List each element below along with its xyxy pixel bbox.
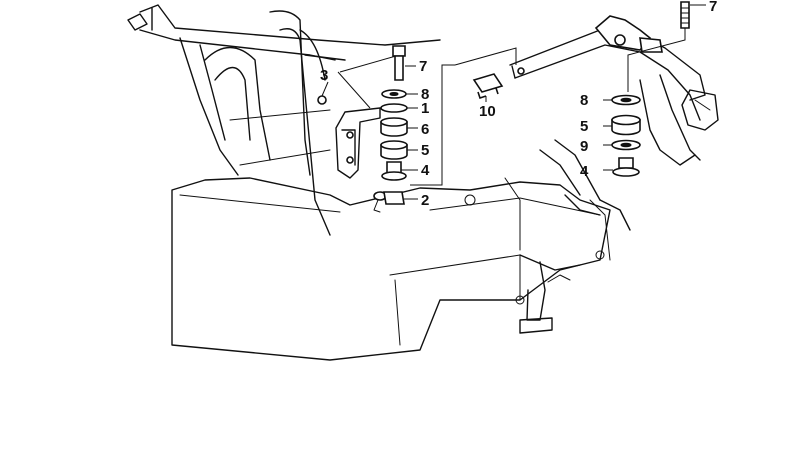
callout-7-right: 7 [709,0,717,15]
callout-labels: 7 8 1 6 5 4 2 3 10 7 8 5 9 4 [320,0,717,209]
left-mount-bracket [317,95,381,179]
frame-crossmember [127,4,441,236]
right-stud [680,1,690,29]
callout-8-right: 8 [580,92,588,109]
callout-4-right: 4 [580,163,589,180]
callout-9: 9 [580,138,588,155]
callout-5-right: 5 [580,118,588,135]
leader-lines [321,4,706,200]
left-parts-stack [373,45,408,213]
right-mount-arm [509,15,719,231]
callout-6: 6 [421,121,429,138]
clip-part [472,73,504,100]
callout-2: 2 [421,192,429,209]
callout-1: 1 [421,100,429,117]
callout-3: 3 [320,67,328,84]
callout-7-left: 7 [419,58,427,75]
right-parts-stack [611,94,641,177]
callout-4-left: 4 [421,162,430,179]
callout-5-left: 5 [421,142,429,159]
transmission-housing [171,177,611,361]
callout-8-left: 8 [421,86,429,103]
callout-10: 10 [479,103,496,120]
